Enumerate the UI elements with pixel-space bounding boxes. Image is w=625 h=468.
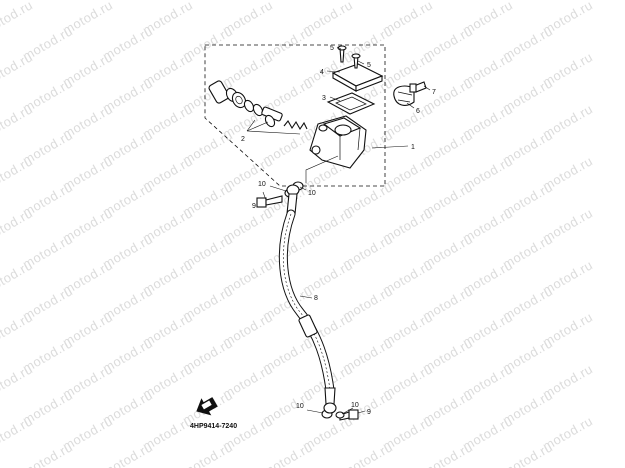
- brake-hose: [278, 184, 337, 414]
- diagram-code: 4HP9414-7240: [190, 423, 237, 430]
- callout-5-top: 5: [330, 45, 334, 52]
- leader-lines: [246, 46, 431, 415]
- callout-labels: 1 2 3 4 5 5 6 7 8 9 9 10 10 10 10: [241, 45, 436, 416]
- callout-1: 1: [411, 144, 415, 151]
- callout-10-bottom-right: 10: [351, 402, 359, 409]
- callout-5-right: 5: [367, 62, 371, 69]
- callout-6: 6: [416, 108, 420, 115]
- master-cylinder-kit: [208, 80, 308, 131]
- assembly-boundary: [204, 44, 386, 187]
- union-bolt-top: [256, 195, 283, 208]
- callout-2: 2: [241, 136, 245, 143]
- diaphragm: [326, 92, 376, 115]
- callout-8: 8: [314, 295, 318, 302]
- callout-4: 4: [320, 69, 324, 76]
- callout-10-top-right: 10: [308, 190, 316, 197]
- callout-10-bottom-left: 10: [296, 403, 304, 410]
- cap-screws: [337, 45, 361, 69]
- holder-bolt: [409, 81, 427, 93]
- reservoir-cap: [331, 63, 384, 92]
- callout-9-bottom: 9: [367, 409, 371, 416]
- callout-10-top-left: 10: [258, 181, 266, 188]
- callout-7: 7: [432, 89, 436, 96]
- master-cylinder-body: [309, 115, 367, 169]
- copper-washer-bottom-b: [335, 411, 345, 419]
- master-cylinder-holder: [393, 85, 415, 106]
- front-direction-arrow-icon: [196, 397, 218, 416]
- callout-3: 3: [322, 95, 326, 102]
- callout-9-top: 9: [252, 203, 256, 210]
